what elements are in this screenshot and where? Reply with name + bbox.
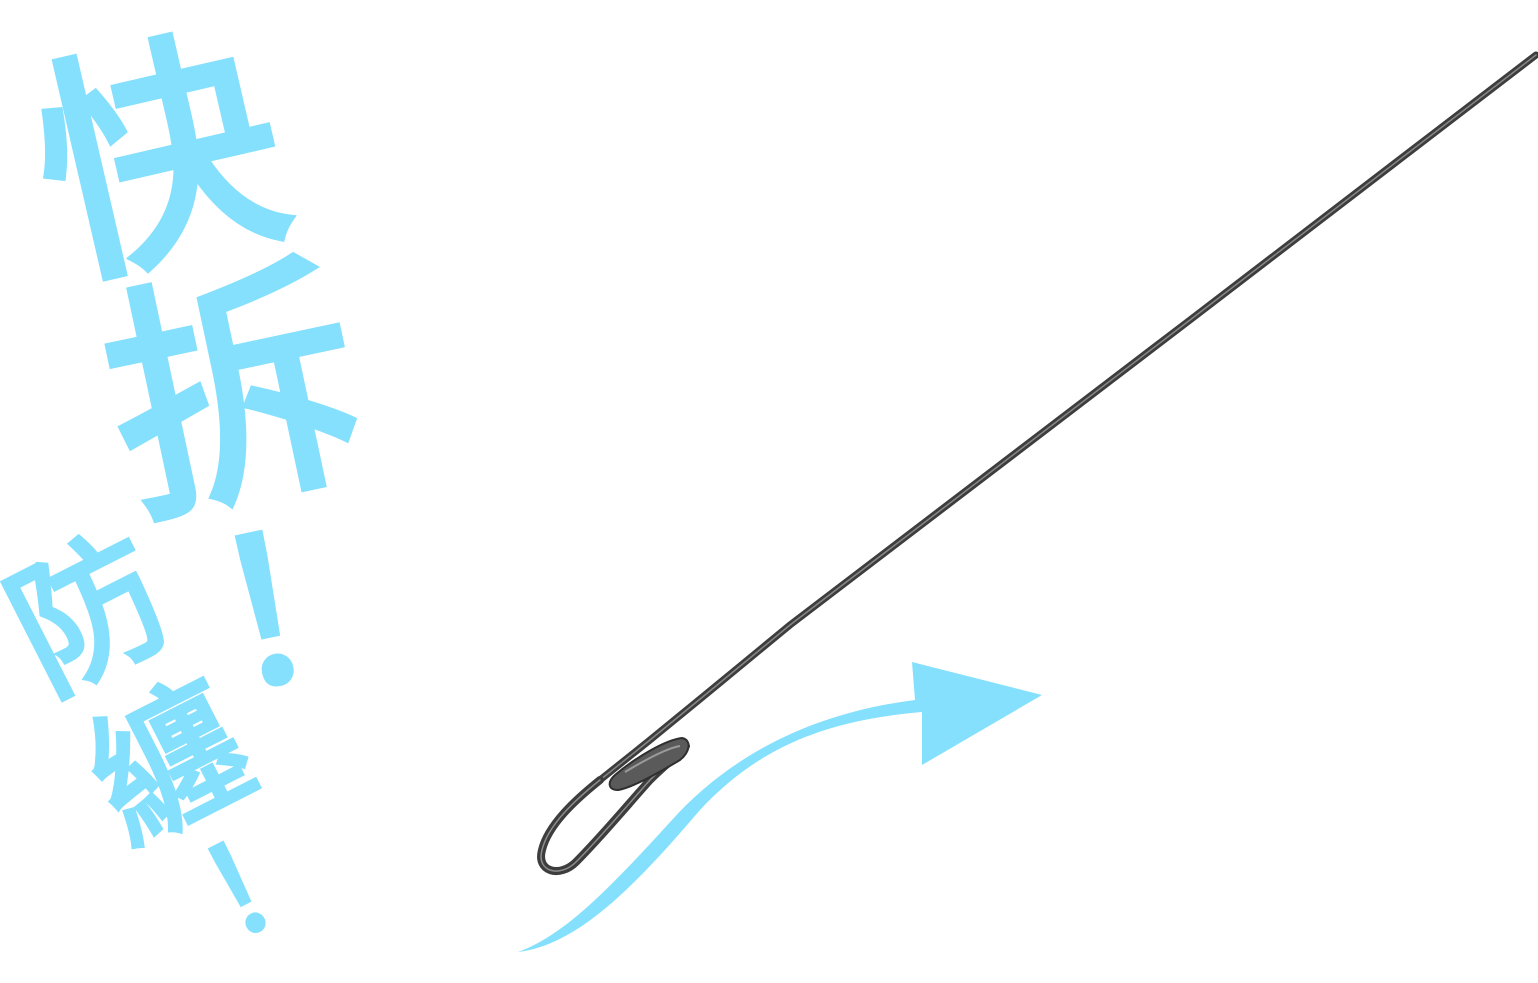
curved-arrow-icon — [518, 662, 1042, 952]
wire-snap — [537, 51, 1538, 875]
